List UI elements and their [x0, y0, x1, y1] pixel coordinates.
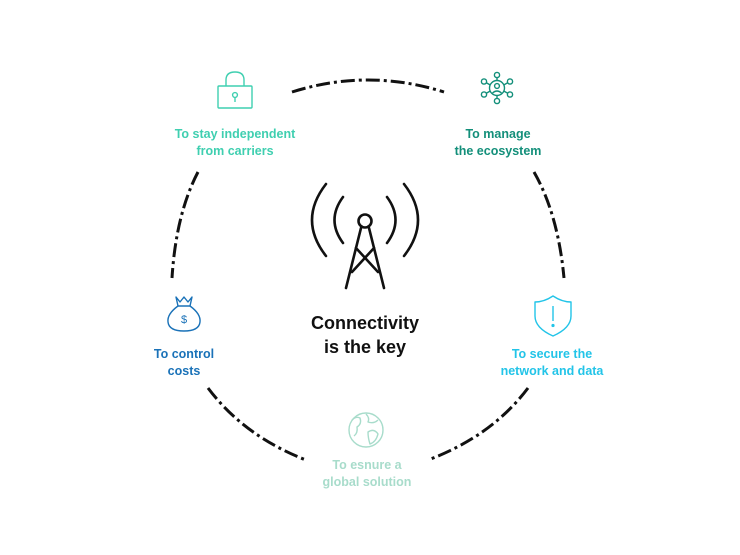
ring-arc-lower-left — [206, 387, 307, 462]
padlock-icon — [217, 71, 253, 109]
item-label-costs: To control costs — [124, 346, 244, 380]
item-label-line1: To control — [153, 347, 215, 361]
item-label-line2: the ecosystem — [454, 144, 542, 158]
shield-icon — [534, 295, 572, 337]
item-label-line1: To manage — [465, 127, 531, 141]
ring-arc-top — [291, 78, 445, 94]
money-bag-icon: $ — [167, 296, 201, 332]
radio-tower-icon — [310, 182, 420, 290]
item-label-line2: costs — [167, 364, 201, 378]
item-label-line1: To secure the — [511, 347, 593, 361]
ring-arcs — [170, 78, 566, 462]
item-label-secure: To secure the network and data — [482, 346, 622, 380]
item-label-line2: from carriers — [196, 144, 274, 158]
item-label-ecosystem: To manage the ecosystem — [428, 126, 568, 160]
item-label-line1: To esnure a — [332, 458, 402, 472]
network-hub-icon — [480, 71, 514, 105]
ring-arc-lower-right — [427, 387, 530, 462]
item-label-global: To esnure a global solution — [297, 457, 437, 491]
ring-arc-upper-right — [532, 171, 566, 279]
item-label-line1: To stay independent — [174, 127, 296, 141]
center-title-line2: is the key — [323, 337, 407, 357]
item-label-line2: network and data — [500, 364, 604, 378]
ring-arc-upper-left — [170, 171, 200, 279]
globe-icon — [348, 412, 384, 448]
item-label-line2: global solution — [322, 475, 412, 489]
center-title-line1: Connectivity — [310, 313, 420, 333]
item-label-independent: To stay independent from carriers — [155, 126, 315, 160]
center-title: Connectivity is the key — [285, 311, 445, 359]
svg-text:$: $ — [181, 314, 187, 326]
